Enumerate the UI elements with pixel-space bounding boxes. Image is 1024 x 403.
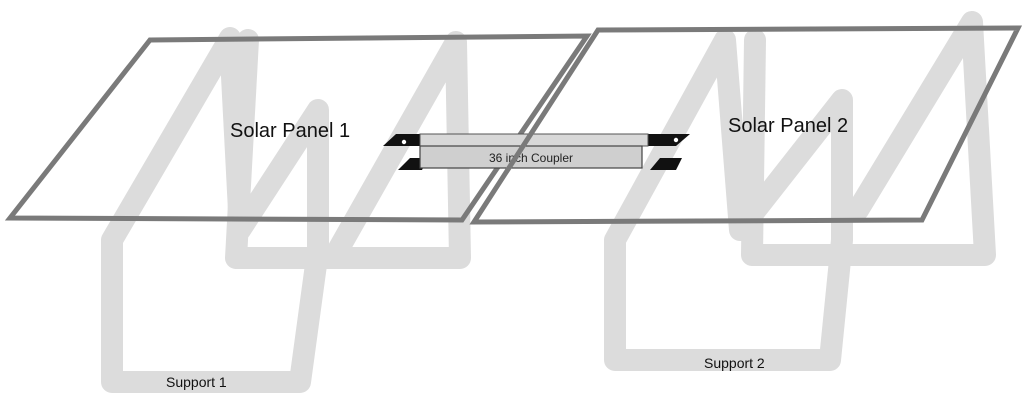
support-2 (604, 11, 996, 371)
support-1-label: Support 1 (166, 374, 227, 390)
support-1 (101, 27, 471, 393)
coupler-bar (419, 145, 643, 169)
coupler-label: 36 inch Coupler (489, 151, 573, 165)
solar-panel-1-label: Solar Panel 1 (230, 120, 350, 142)
solar-panel-1-frame (4, 33, 592, 223)
solar-panel-2-label: Solar Panel 2 (728, 115, 848, 137)
solar-panel-2-frame (469, 25, 1023, 225)
coupler-bar-top (419, 133, 649, 147)
support-1-back-frame (225, 29, 471, 269)
support-2-back-frame (741, 11, 996, 266)
coupler-assembly: 36 inch Coupler (383, 133, 690, 170)
coupler-bolt (673, 137, 679, 143)
coupler-bracket-right-bottom (650, 158, 682, 170)
coupler-bolt (401, 139, 407, 145)
support-2-label: Support 2 (704, 355, 765, 371)
support-2-front-frame (604, 29, 853, 371)
support-1-front-frame (101, 27, 329, 393)
